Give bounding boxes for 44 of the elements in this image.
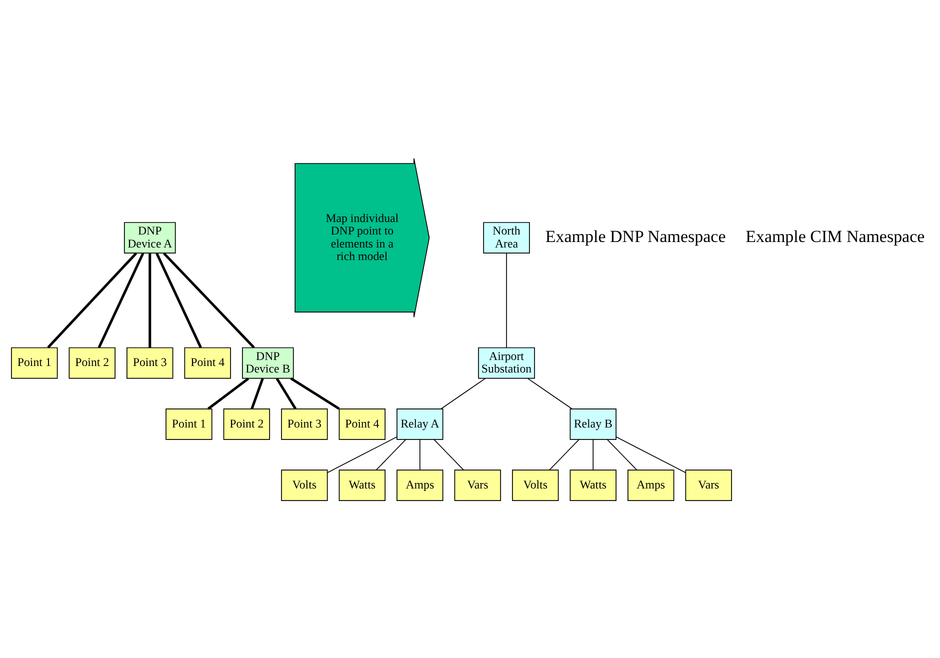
node-box: Point 1 <box>11 346 58 378</box>
connector <box>434 438 464 470</box>
connector <box>440 378 486 409</box>
connector <box>376 438 406 470</box>
connector <box>250 378 264 409</box>
node-box: Vars <box>454 469 501 501</box>
node-box: Point 4 <box>184 346 231 378</box>
node-box: Amps <box>396 469 444 501</box>
connector <box>162 252 255 348</box>
connector <box>156 252 202 348</box>
node-box: DNP Device A <box>124 222 176 253</box>
node-box: Amps <box>628 469 674 501</box>
node-box: Watts <box>338 469 386 501</box>
connector <box>606 438 638 470</box>
node-box: Point 3 <box>126 346 174 378</box>
connector <box>47 252 138 348</box>
connector <box>616 436 686 473</box>
connector <box>290 376 340 410</box>
connector <box>207 377 250 410</box>
connector <box>98 252 144 348</box>
node-box: Point 4 <box>338 408 386 440</box>
label: Example DNP Namespace <box>545 226 726 246</box>
connector <box>276 377 297 409</box>
connector <box>148 252 152 348</box>
node-box: Relay A <box>396 408 444 440</box>
connector <box>592 438 594 470</box>
node-box: North Area <box>483 222 530 253</box>
connector <box>527 378 572 409</box>
node-box: Volts <box>281 469 328 501</box>
connector <box>506 252 507 348</box>
node-box: Point 2 <box>68 346 116 378</box>
node-box: Airport Substation <box>478 346 535 378</box>
node-box: Volts <box>512 469 559 501</box>
label: Example CIM Namespace <box>746 226 925 246</box>
node-box: Relay B <box>570 408 616 440</box>
connector <box>419 438 420 470</box>
node-box: Vars <box>685 469 732 501</box>
connector <box>327 436 398 473</box>
connector <box>549 438 580 470</box>
node-box: Point 2 <box>223 408 270 440</box>
node-box: Point 3 <box>281 408 328 440</box>
node-box: Watts <box>570 469 616 501</box>
node-box: Point 1 <box>166 408 212 440</box>
node-box: DNP Device B <box>242 346 294 378</box>
